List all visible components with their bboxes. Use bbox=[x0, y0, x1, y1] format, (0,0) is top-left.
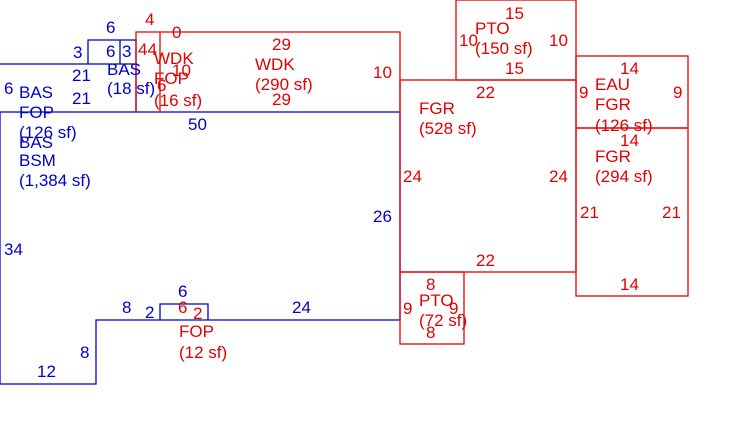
dim-blue-inner-6: 6 bbox=[106, 42, 115, 61]
dim-blue-lower-8: 8 bbox=[80, 343, 89, 362]
wdk-main-label-code: WDK bbox=[255, 55, 295, 74]
dim-blue-left-34: 34 bbox=[4, 240, 23, 259]
dim-red-top-4: 4 bbox=[145, 10, 154, 29]
wdk-fop-label-area: (16 sf) bbox=[154, 91, 202, 110]
dim-red-wdk-10-right: 10 bbox=[373, 63, 392, 82]
dim-blue-inner-3: 3 bbox=[122, 42, 131, 61]
dim-blue-mid-50: 50 bbox=[188, 115, 207, 134]
dim-red-fgr-21-right: 21 bbox=[662, 203, 681, 222]
bas-small-label-code: BAS bbox=[107, 60, 141, 79]
bas-bsm-label-area: (1,384 sf) bbox=[19, 171, 91, 190]
dim-red-fop-6: 6 bbox=[178, 298, 187, 317]
dim-red-pto-15-top: 15 bbox=[505, 4, 524, 23]
dim-red-fgr-22-top: 22 bbox=[476, 83, 495, 102]
wdk-main-label-area: (290 sf) bbox=[255, 75, 313, 94]
wdk-fop-label-code1: WDK bbox=[154, 49, 194, 68]
dim-blue-bot-2: 2 bbox=[145, 303, 154, 322]
eau-fgr-label-code2: FGR bbox=[595, 95, 631, 114]
dim-red-pto-10-left: 10 bbox=[459, 31, 478, 50]
dim-red-pto-8-bot: 8 bbox=[426, 323, 435, 342]
dim-blue-top-6: 6 bbox=[106, 18, 115, 37]
wdk-fop-label-code2: FOP bbox=[154, 69, 189, 88]
bas-small-label-area: (18 sf) bbox=[107, 79, 155, 98]
dim-red-pto-10-right: 10 bbox=[549, 31, 568, 50]
dim-red-eau-14-bot: 14 bbox=[620, 131, 639, 150]
pto-bottom-label-area: (72 sf) bbox=[419, 311, 467, 330]
wdk-outline bbox=[135, 31, 401, 112]
dim-red-eau-9-right: 9 bbox=[673, 83, 682, 102]
dim-red-pto-9-left: 9 bbox=[403, 299, 412, 318]
dim-red-eau-14-top: 14 bbox=[620, 59, 639, 78]
dim-red-wdk-6: 6 bbox=[157, 76, 166, 95]
dim-blue-right-26: 26 bbox=[373, 207, 392, 226]
dim-red-fgr-14-bot: 14 bbox=[620, 275, 639, 294]
dim-blue-bot-8: 8 bbox=[122, 298, 131, 317]
dim-red-top-0: 0 bbox=[172, 23, 181, 42]
pto-top-label-area: (150 sf) bbox=[475, 39, 533, 58]
bas-fop-label-code1: BAS bbox=[19, 83, 53, 102]
dim-blue-left-3: 3 bbox=[73, 43, 82, 62]
dim-blue-bot-6: 6 bbox=[178, 282, 187, 301]
dim-red-fgr-24-left: 24 bbox=[403, 167, 422, 186]
pto-top-label-code: PTO bbox=[475, 19, 510, 38]
dim-blue-bot-24: 24 bbox=[292, 298, 311, 317]
dim-red-fgr-24-right: 24 bbox=[549, 167, 568, 186]
dim-red-wdk-29-top: 29 bbox=[272, 35, 291, 54]
dim-red-top-44: 44 bbox=[138, 40, 157, 59]
pto-bottom-outline bbox=[399, 271, 465, 345]
dim-red-pto-9-right: 9 bbox=[449, 299, 458, 318]
fop-bottom-label-area: (12 sf) bbox=[179, 343, 227, 362]
fgr-right-outline bbox=[575, 127, 689, 297]
dim-red-fop-2: 2 bbox=[193, 304, 202, 323]
dim-red-wdk-29-bot: 29 bbox=[272, 90, 291, 109]
dim-blue-left-21a: 21 bbox=[72, 66, 91, 85]
dim-red-eau-9-left: 9 bbox=[579, 83, 588, 102]
eau-fgr-label-area: (126 sf) bbox=[595, 116, 653, 135]
dim-red-wdk-10: 10 bbox=[172, 61, 191, 80]
dim-red-pto-8-top: 8 bbox=[426, 275, 435, 294]
dim-blue-left-6: 6 bbox=[4, 79, 13, 98]
dim-red-fgr-21-left: 21 bbox=[580, 203, 599, 222]
bas-fop-label-code2: FOP bbox=[19, 103, 54, 122]
bas-bsm-label-code2: BSM bbox=[19, 151, 56, 170]
dim-blue-left-21b: 21 bbox=[72, 89, 91, 108]
bas-fop-label-area: (126 sf) bbox=[19, 123, 77, 142]
dim-red-fgr-22-bot: 22 bbox=[476, 251, 495, 270]
eau-fgr-label-code1: EAU bbox=[595, 75, 630, 94]
fgr-right-label-area: (294 sf) bbox=[595, 167, 653, 186]
fgr-right-label-code: FGR bbox=[595, 147, 631, 166]
bas-bsm-label-code1: BAS bbox=[19, 133, 53, 152]
dim-red-pto-15-bot: 15 bbox=[505, 59, 524, 78]
fgr-main-label-area: (528 sf) bbox=[419, 119, 477, 138]
fgr-main-label-code: FGR bbox=[419, 99, 455, 118]
pto-bottom-label-code: PTO bbox=[419, 291, 454, 310]
dim-blue-bot-12: 12 bbox=[37, 362, 56, 381]
fop-bottom-label-code: FOP bbox=[179, 322, 214, 341]
fop-bottom-outline bbox=[159, 303, 209, 320]
